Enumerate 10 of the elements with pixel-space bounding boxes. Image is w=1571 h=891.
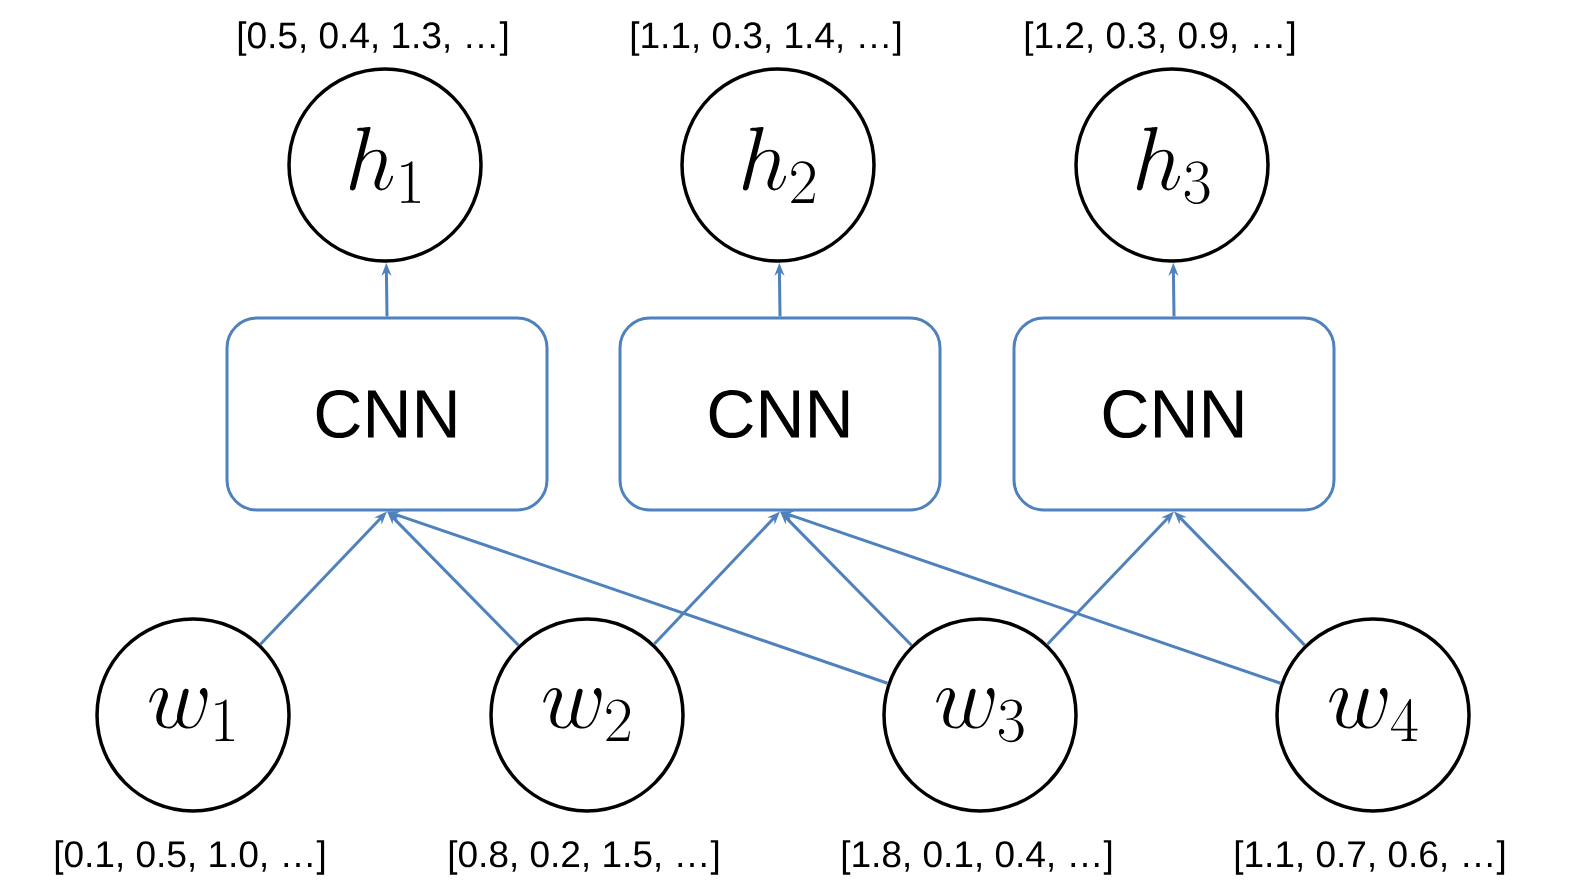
vector-label: [0.8, 0.2, 1.5, …] <box>449 840 719 875</box>
vector-label: [1.1, 0.3, 1.4, …] <box>631 21 901 56</box>
vector-label: [1.1, 0.7, 0.6, …] <box>1235 840 1505 875</box>
cnn-box: CNN <box>225 316 549 512</box>
vector-label: [0.1, 0.5, 1.0, …] <box>55 840 325 875</box>
cnn-box: CNN <box>1012 316 1336 512</box>
vector-label: [1.2, 0.3, 0.9, …] <box>1025 21 1295 56</box>
vector-label: [0.5, 0.4, 1.3, …] <box>238 21 508 56</box>
vector-label: [1.8, 0.1, 0.4, …] <box>842 840 1112 875</box>
cnn-box: CNN <box>618 316 942 512</box>
